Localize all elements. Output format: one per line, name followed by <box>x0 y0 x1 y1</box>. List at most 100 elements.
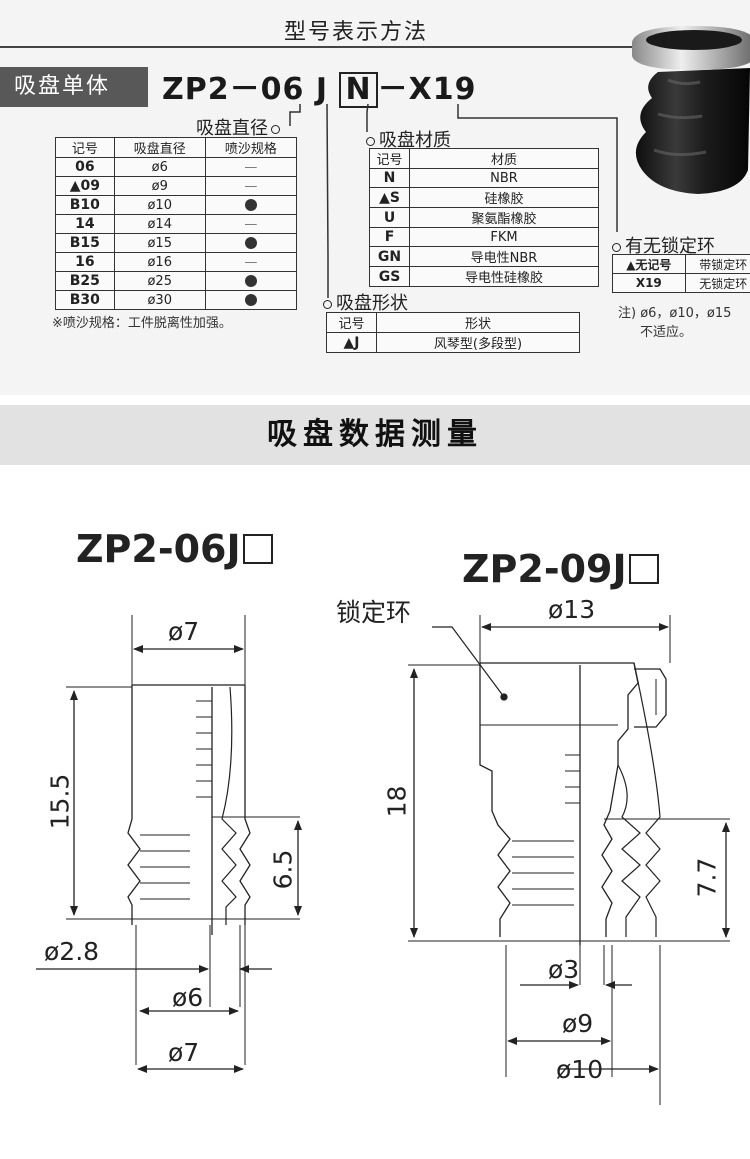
code-sep: － <box>377 72 409 107</box>
row-sand <box>204 233 298 253</box>
model-label: 吸盘单体 <box>0 67 148 107</box>
lock-ring-callout: 锁定环 <box>336 598 412 627</box>
row-code: B30 <box>55 290 115 310</box>
right-drawing-title: ZP2-09J <box>462 547 659 591</box>
row-code: X19 <box>612 273 686 293</box>
row-sand: — <box>204 252 298 272</box>
row-code: ▲S <box>369 187 410 208</box>
row-desc: 带锁定环 <box>684 254 750 274</box>
measurement-heading: 吸盘数据测量 <box>0 405 750 465</box>
left-cup-outline <box>66 615 300 1065</box>
code-size: 06 <box>260 72 305 107</box>
row-diameter: ø25 <box>113 271 206 291</box>
left-inner: ø6 <box>172 983 204 1012</box>
material-label: 吸盘材质 <box>366 126 451 152</box>
model-designation-section: 型号表示方法 吸盘单体 ZP2－06 J N－X19 吸盘直径 记号 吸盘直径 … <box>0 0 750 395</box>
row-code: ▲J <box>326 332 377 353</box>
row-sand <box>204 271 298 291</box>
row-code: ▲09 <box>55 176 115 196</box>
sandblast-dot-icon <box>244 294 257 306</box>
left-outer: ø7 <box>168 1038 200 1067</box>
dimension-drawings: ZP2-06J ZP2-09J <box>0 465 750 1159</box>
row-code: F <box>369 227 410 247</box>
section-title: 型号表示方法 <box>284 20 429 45</box>
row-code: 06 <box>55 157 115 177</box>
column-header: 记号 <box>326 312 377 333</box>
row-diameter: ø6 <box>113 157 206 177</box>
row-shape: 风琴型(多段型) <box>376 332 580 353</box>
row-code: B15 <box>55 233 115 253</box>
table-row: ▲无记号带锁定环 <box>612 254 750 274</box>
row-diameter: ø16 <box>113 252 206 272</box>
sandblast-dot-icon <box>244 237 257 249</box>
row-diameter: ø9 <box>113 176 206 196</box>
code-shape: J <box>315 72 328 107</box>
lock-note-1: 注) ø6，ø10，ø15 <box>618 306 732 321</box>
row-diameter: ø30 <box>113 290 206 310</box>
row-code: N <box>369 168 410 188</box>
lock-note-2: 不适应。 <box>640 325 693 340</box>
row-sand <box>204 195 298 215</box>
row-code: 14 <box>55 214 115 234</box>
row-code: B25 <box>55 271 115 291</box>
row-code: B10 <box>55 195 115 215</box>
row-material: 导电性硅橡胶 <box>409 266 599 287</box>
column-header: 记号 <box>369 148 410 169</box>
row-diameter: ø14 <box>113 214 206 234</box>
row-sand: — <box>204 157 298 177</box>
row-desc: 无锁定环 <box>684 273 750 293</box>
row-diameter: ø15 <box>113 233 206 253</box>
row-sand <box>204 290 298 310</box>
code-prefix: ZP2 <box>162 72 230 107</box>
column-header: 材质 <box>409 148 599 169</box>
right-hole: ø3 <box>548 955 580 984</box>
right-cup-outline <box>408 615 730 1105</box>
leader-lines <box>289 103 618 298</box>
right-inner: ø9 <box>562 1009 594 1038</box>
sand-note: ※喷沙规格：工件脱离性加强。 <box>52 316 232 331</box>
row-material: 硅橡胶 <box>409 187 599 208</box>
diameter-label: 吸盘直径 <box>196 114 280 140</box>
row-sand: — <box>204 214 298 234</box>
shape-label: 吸盘形状 <box>323 289 408 315</box>
column-header: 形状 <box>376 312 580 333</box>
left-height: 15.5 <box>45 773 75 830</box>
code-option: X19 <box>408 72 477 107</box>
row-material: 导电性NBR <box>409 246 599 267</box>
lock-ring-label: 有无锁定环 <box>612 232 715 258</box>
row-material: 聚氨酯橡胶 <box>409 207 599 228</box>
row-diameter: ø10 <box>113 195 206 215</box>
code-material: N <box>339 72 378 108</box>
technical-drawing <box>36 615 730 1105</box>
left-drawing-title: ZP2-06J <box>76 527 273 571</box>
model-code: ZP2－06 J N－X19 <box>162 64 476 108</box>
left-top-width: ø7 <box>168 617 200 646</box>
sandblast-dot-icon <box>244 199 257 211</box>
sandblast-dot-icon <box>244 275 257 287</box>
title-underline <box>0 46 640 48</box>
placeholder-box-icon <box>628 554 659 584</box>
right-outer: ø10 <box>556 1055 604 1084</box>
row-material: NBR <box>409 168 599 188</box>
row-sand: — <box>204 176 298 196</box>
placeholder-box-icon <box>242 534 273 564</box>
column-header: 记号 <box>55 137 115 158</box>
right-top-width: ø13 <box>548 595 596 624</box>
